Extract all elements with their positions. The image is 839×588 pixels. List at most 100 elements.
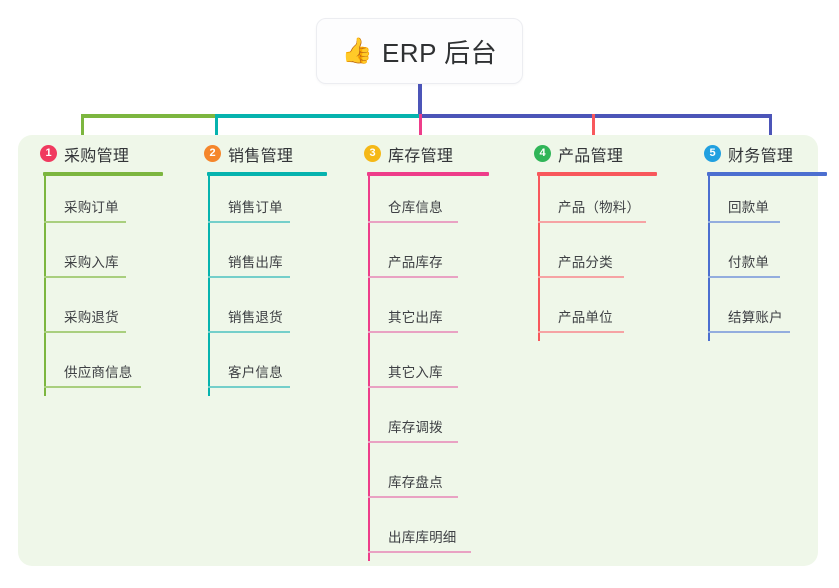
root-node[interactable]: 👍 ERP 后台 xyxy=(316,18,523,84)
menu-item-label: 仓库信息 xyxy=(388,200,443,215)
menu-item-label: 采购订单 xyxy=(64,200,119,215)
menu-item-label: 采购退货 xyxy=(64,310,119,325)
module-number-badge: 3 xyxy=(364,145,381,162)
menu-item-rule xyxy=(208,221,290,223)
menu-item[interactable]: 产品（物料） xyxy=(528,176,688,231)
menu-item-rule xyxy=(368,441,458,443)
menu-item-label: 客户信息 xyxy=(228,365,283,380)
module-column-1: 1 采购管理采购订单采购入库采购退货供应商信息 xyxy=(34,135,184,396)
menu-item-rule xyxy=(368,221,458,223)
menu-item[interactable]: 结算账户 xyxy=(698,286,839,341)
menu-item[interactable]: 供应商信息 xyxy=(34,341,184,396)
branch-spine xyxy=(44,176,46,396)
menu-item-label: 结算账户 xyxy=(728,310,783,325)
module-branch: 产品（物料） 产品分类产品单位 xyxy=(528,176,688,341)
menu-item-label: 付款单 xyxy=(728,255,770,270)
branch-bar-segment-mid xyxy=(215,114,420,118)
menu-item[interactable]: 销售出库 xyxy=(198,231,348,286)
branch-spine xyxy=(368,176,370,561)
menu-item[interactable]: 仓库信息 xyxy=(358,176,518,231)
module-title: 采购管理 xyxy=(64,147,130,165)
menu-item[interactable]: 采购退货 xyxy=(34,286,184,341)
menu-item[interactable]: 其它入库 xyxy=(358,341,518,396)
menu-item-rule xyxy=(368,386,458,388)
branch-spine xyxy=(708,176,710,341)
module-branch: 回款单付款单结算账户 xyxy=(698,176,839,341)
module-header-rule xyxy=(537,172,657,176)
menu-item[interactable]: 出库库明细 xyxy=(358,506,518,561)
menu-item-label: 销售出库 xyxy=(228,255,283,270)
menu-item-rule xyxy=(44,276,126,278)
module-column-5: 5 财务管理回款单付款单结算账户 xyxy=(698,135,839,341)
menu-item-label: 产品（物料） xyxy=(558,200,641,215)
module-branch: 采购订单采购入库采购退货供应商信息 xyxy=(34,176,184,396)
menu-item[interactable]: 产品库存 xyxy=(358,231,518,286)
module-header-4[interactable]: 4 产品管理 xyxy=(528,135,688,172)
module-header-3[interactable]: 3 库存管理 xyxy=(358,135,518,172)
menu-item-label: 供应商信息 xyxy=(64,365,133,380)
module-column-4: 4 产品管理产品（物料） 产品分类产品单位 xyxy=(528,135,688,341)
menu-item[interactable]: 销售退货 xyxy=(198,286,348,341)
menu-item-label: 产品单位 xyxy=(558,310,613,325)
menu-item-rule xyxy=(368,496,458,498)
menu-item-rule xyxy=(538,276,624,278)
menu-item[interactable]: 采购入库 xyxy=(34,231,184,286)
menu-item-rule xyxy=(44,221,126,223)
menu-item-rule xyxy=(208,276,290,278)
menu-item-label: 库存盘点 xyxy=(388,475,443,490)
branch-drop-5 xyxy=(769,114,772,140)
module-header-1[interactable]: 1 采购管理 xyxy=(34,135,184,172)
menu-item-label: 库存调拨 xyxy=(388,420,443,435)
menu-item-label: 出库库明细 xyxy=(388,530,457,545)
module-title: 销售管理 xyxy=(228,147,294,165)
thumbs-up-icon: 👍 xyxy=(341,36,373,65)
menu-item-rule xyxy=(708,221,780,223)
module-header-rule xyxy=(43,172,163,176)
menu-item-rule xyxy=(538,221,646,223)
menu-item-rule xyxy=(208,331,290,333)
module-number-badge: 4 xyxy=(534,145,551,162)
module-header-rule xyxy=(707,172,827,176)
module-title: 库存管理 xyxy=(388,147,454,165)
branch-bar-segment-right xyxy=(420,114,772,118)
branch-spine xyxy=(538,176,540,341)
menu-item-label: 采购入库 xyxy=(64,255,119,270)
menu-item[interactable]: 客户信息 xyxy=(198,341,348,396)
menu-item[interactable]: 回款单 xyxy=(698,176,839,231)
menu-item-rule xyxy=(368,276,458,278)
branch-drop-3 xyxy=(419,114,422,140)
menu-item-label: 回款单 xyxy=(728,200,770,215)
menu-item-label: 销售退货 xyxy=(228,310,283,325)
module-header-5[interactable]: 5 财务管理 xyxy=(698,135,839,172)
menu-item-rule xyxy=(708,331,790,333)
menu-item-label: 其它出库 xyxy=(388,310,443,325)
root-title: ERP 后台 xyxy=(381,37,498,68)
menu-item[interactable]: 产品单位 xyxy=(528,286,688,341)
menu-item-rule xyxy=(44,331,126,333)
menu-item[interactable]: 库存调拨 xyxy=(358,396,518,451)
menu-item[interactable]: 其它出库 xyxy=(358,286,518,341)
root-stem-connector xyxy=(418,84,422,118)
menu-item[interactable]: 付款单 xyxy=(698,231,839,286)
menu-item[interactable]: 产品分类 xyxy=(528,231,688,286)
menu-item[interactable]: 销售订单 xyxy=(198,176,348,231)
menu-item-label: 产品分类 xyxy=(558,255,613,270)
menu-item-label: 其它入库 xyxy=(388,365,443,380)
module-number-badge: 1 xyxy=(40,145,57,162)
module-branch: 仓库信息产品库存其它出库其它入库库存调拨库存盘点出库库明细 xyxy=(358,176,518,561)
menu-item-label: 产品库存 xyxy=(388,255,443,270)
menu-item-rule xyxy=(208,386,290,388)
menu-item-rule xyxy=(708,276,780,278)
branch-drop-4 xyxy=(592,114,595,140)
menu-item-rule xyxy=(368,551,471,553)
module-branch: 销售订单销售出库销售退货客户信息 xyxy=(198,176,348,396)
module-title: 产品管理 xyxy=(558,147,624,165)
menu-item[interactable]: 采购订单 xyxy=(34,176,184,231)
menu-item-rule xyxy=(44,386,141,388)
module-title: 财务管理 xyxy=(728,147,794,165)
module-number-badge: 5 xyxy=(704,145,721,162)
module-column-3: 3 库存管理仓库信息产品库存其它出库其它入库库存调拨库存盘点出库库明细 xyxy=(358,135,518,561)
menu-item[interactable]: 库存盘点 xyxy=(358,451,518,506)
